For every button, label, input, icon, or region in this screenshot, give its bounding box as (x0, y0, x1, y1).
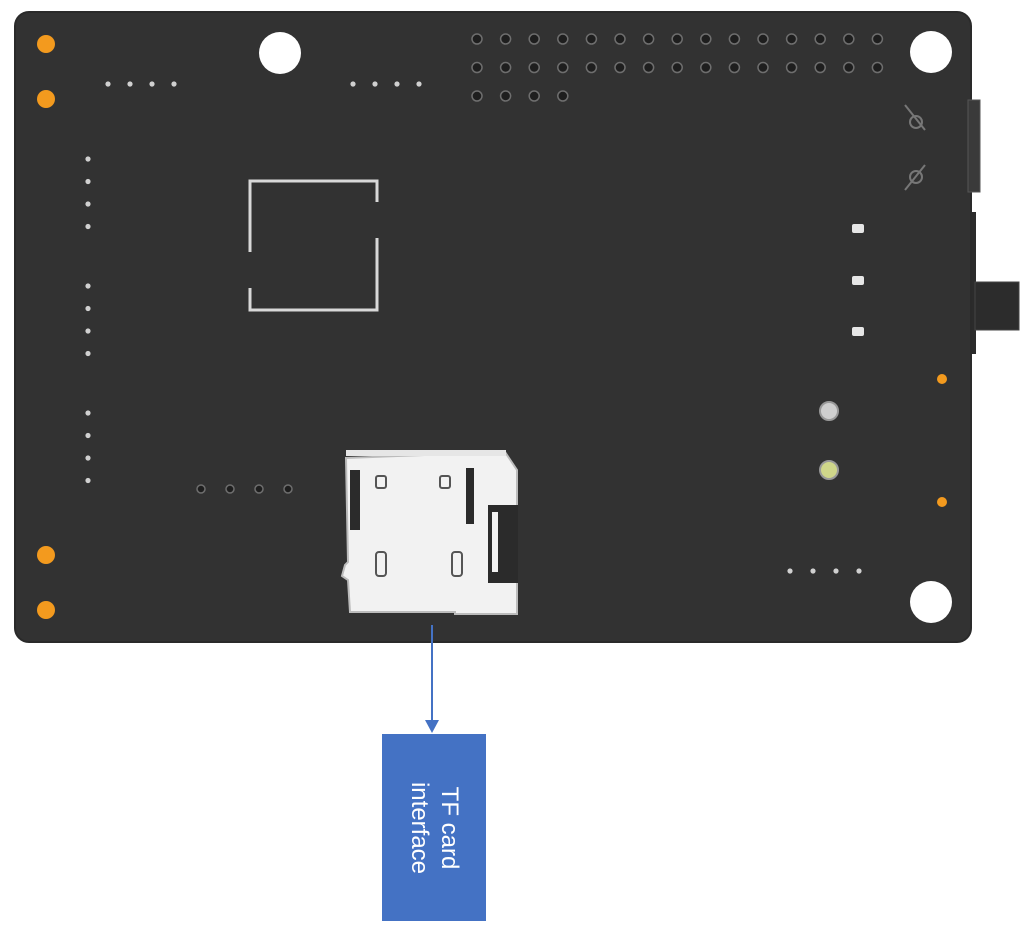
via-dot (85, 201, 91, 207)
header-pin (843, 33, 855, 45)
header-pin (614, 33, 626, 45)
via-dot (394, 81, 400, 87)
pcb-board (14, 11, 972, 643)
power-switch (974, 281, 1020, 331)
tf-card-slot (340, 450, 518, 615)
header-pin (700, 61, 712, 74)
header-pin (528, 90, 540, 102)
led-indicator (819, 460, 839, 480)
gpio-header-pins (471, 33, 884, 102)
header-pin (471, 33, 483, 45)
header-pin (871, 61, 884, 74)
via-dot (787, 568, 793, 574)
smd-component (852, 327, 864, 336)
orange-pad (937, 497, 947, 507)
header-pin (471, 90, 483, 102)
header-pin (700, 33, 712, 45)
orange-pad (37, 601, 55, 619)
via-dot (105, 81, 111, 87)
orange-pad (37, 90, 55, 108)
header-pin (499, 33, 512, 45)
header-pin (728, 61, 741, 74)
orange-pad (37, 35, 55, 53)
smd-component (852, 276, 864, 285)
tf-card-interface-callout: TF card interface (382, 734, 486, 921)
header-pin (871, 33, 884, 45)
via-dot (85, 410, 91, 416)
mounting-hole-top-left (259, 32, 301, 74)
via-dot (85, 328, 91, 334)
header-pin (785, 33, 798, 45)
via-dot (196, 484, 206, 494)
via-dots (85, 81, 862, 574)
via-dot (85, 432, 91, 439)
orange-pad (37, 546, 55, 564)
mounting-hole-bottom-right (910, 581, 952, 623)
header-pin (585, 33, 598, 45)
via-dot (85, 178, 91, 185)
via-dot (85, 305, 91, 312)
header-pin (642, 33, 655, 45)
header-pin (557, 61, 569, 74)
callout-label-text: TF card interface (406, 781, 463, 874)
side-connector-top (967, 99, 981, 193)
via-dot (85, 455, 91, 461)
header-pin (585, 61, 598, 74)
via-dot (833, 568, 839, 574)
via-dot (372, 81, 378, 87)
header-pin (814, 61, 826, 74)
via-dot (127, 81, 133, 87)
via-dot (810, 568, 816, 574)
mounting-hole-top-right (910, 31, 952, 73)
via-dot (350, 81, 356, 87)
header-pin (671, 33, 683, 45)
chip-silkscreen-outline (248, 179, 379, 312)
header-pin (728, 33, 741, 45)
header-pin (557, 90, 569, 102)
header-pin (499, 61, 512, 74)
usb-port-detail (904, 104, 926, 191)
header-pin (557, 33, 569, 45)
via-dot (85, 223, 91, 230)
header-pin (528, 61, 540, 74)
header-pin (843, 61, 855, 74)
via-dot (856, 568, 862, 574)
header-pin (642, 61, 655, 74)
header-pin (757, 61, 769, 74)
led-indicator (819, 401, 839, 421)
header-pin (757, 33, 769, 45)
orange-pad (937, 374, 947, 384)
header-pin (785, 61, 798, 74)
via-dot (85, 283, 91, 289)
header-pin (671, 61, 683, 74)
via-dot (149, 81, 155, 87)
smd-component (852, 224, 864, 233)
header-pin (814, 33, 826, 45)
header-pin (471, 61, 483, 74)
via-dot (283, 484, 293, 494)
side-connector-middle (972, 212, 976, 354)
via-dot (254, 484, 264, 494)
header-pin (528, 33, 540, 45)
via-dot (171, 81, 177, 87)
via-dot (225, 484, 235, 494)
via-dot (85, 477, 91, 484)
callout-arrow (425, 625, 439, 733)
via-dot (85, 350, 91, 357)
via-dot (416, 81, 422, 87)
header-pin (499, 90, 512, 102)
via-dot (85, 156, 91, 162)
header-pin (614, 61, 626, 74)
